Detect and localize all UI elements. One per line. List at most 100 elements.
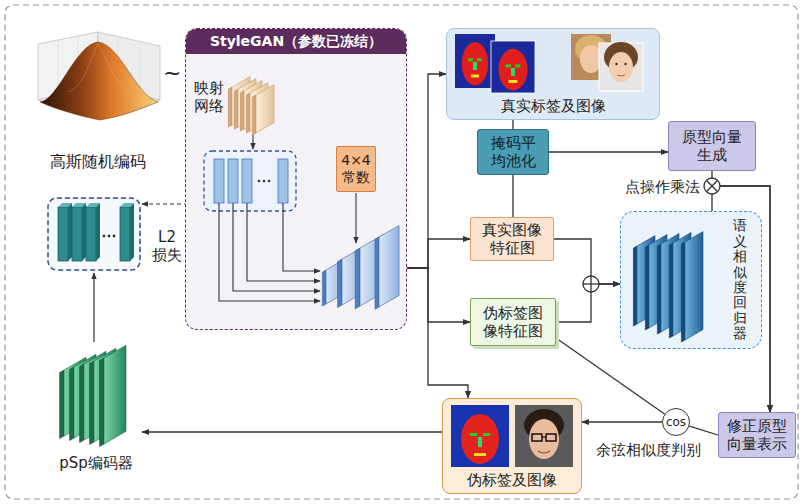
node-text: 真实标签及图像 bbox=[501, 97, 606, 115]
feature-map-box: 伪标签图像特征图 bbox=[470, 298, 556, 346]
regressor-layers-part bbox=[681, 232, 703, 342]
pseudo-label-images-part bbox=[542, 436, 546, 437]
add-symbol-part bbox=[583, 276, 599, 292]
pseudo-label-images-part bbox=[474, 453, 486, 456]
mapping-network: 映射网络 bbox=[192, 73, 278, 139]
real-label-images-part bbox=[462, 42, 488, 85]
connector bbox=[407, 268, 468, 398]
node-text: 修正原型向量表示 bbox=[727, 417, 787, 454]
node-text: cos bbox=[666, 415, 686, 430]
connector bbox=[512, 120, 513, 129]
real-label-images-part bbox=[471, 75, 479, 78]
style-wires-part bbox=[219, 203, 320, 301]
noise-plot: 高斯随机编码 bbox=[28, 30, 168, 176]
gaussian-surface-plot-part bbox=[40, 42, 158, 120]
style-vector-box-part bbox=[258, 180, 261, 183]
feature-map-box: 真实图像特征图 bbox=[470, 217, 554, 261]
image-panel: 真实标签及图像 bbox=[446, 28, 660, 120]
real-label-images-part bbox=[455, 34, 495, 88]
real-label-images-part bbox=[511, 68, 515, 76]
latent-codes-part bbox=[103, 235, 106, 238]
style-wires-part bbox=[355, 193, 356, 243]
real-label-images-part bbox=[506, 64, 511, 67]
connector bbox=[512, 175, 513, 217]
style-vector-box-part bbox=[263, 180, 266, 183]
real-label-images-part bbox=[473, 62, 477, 70]
real-label-images-part bbox=[515, 64, 520, 67]
panel-title: StyleGAN（参数已冻结） bbox=[186, 29, 406, 54]
multiply-symbol-part bbox=[706, 180, 717, 191]
style-vector-box-part bbox=[278, 159, 288, 203]
regressor-panel: 语义相似度回归器 bbox=[620, 211, 762, 349]
pseudo-label-images-part bbox=[538, 451, 550, 453]
real-label-images-part bbox=[468, 58, 473, 61]
pseudo-label-images-part bbox=[483, 433, 490, 436]
synthesis-network-part bbox=[375, 225, 399, 309]
const-box: 4×4 常数 bbox=[336, 146, 376, 192]
latent-codes-part bbox=[96, 203, 100, 261]
node-text: 语义相似度回归器 bbox=[733, 218, 747, 341]
connector bbox=[142, 431, 442, 432]
gaussian-surface-plot bbox=[28, 30, 168, 150]
gaussian-surface-plot-part bbox=[68, 44, 132, 94]
latent-codes-part bbox=[130, 203, 134, 261]
real-label-images-part bbox=[599, 43, 643, 91]
style-vector-box bbox=[204, 151, 296, 211]
node-text: 掩码平均池化 bbox=[491, 134, 536, 171]
annotation: 余弦相似度判别 bbox=[596, 441, 701, 459]
multiply-symbol-part bbox=[704, 178, 720, 194]
latent-codes-part bbox=[82, 203, 86, 261]
encoder-output-arrow bbox=[93, 273, 94, 342]
pseudo-label-images-part bbox=[529, 419, 559, 459]
real-label-images-part bbox=[477, 58, 482, 61]
real-label-images-part bbox=[617, 75, 625, 76]
annotation: L2 损失 bbox=[150, 228, 184, 264]
annotation: 点操作乘法 bbox=[618, 178, 700, 196]
style-vector-box-part bbox=[228, 159, 238, 203]
node-text: 真实图像特征图 bbox=[482, 221, 542, 258]
style-wires-part bbox=[247, 203, 320, 281]
real-label-images-part bbox=[509, 80, 518, 83]
connector bbox=[407, 268, 470, 322]
latent-codes-part bbox=[108, 235, 111, 238]
multiply-symbol bbox=[704, 178, 720, 194]
style-vector-box-part bbox=[214, 159, 224, 203]
real-label-images-part bbox=[499, 49, 528, 91]
encoder-layers-part bbox=[100, 345, 126, 446]
node-text: 伪标签图像特征图 bbox=[483, 304, 543, 341]
connector bbox=[407, 239, 470, 268]
add-symbol-part bbox=[590, 276, 591, 292]
process-box: 原型向量生成 bbox=[668, 121, 756, 171]
multiply-symbol-part bbox=[706, 180, 717, 191]
annotation: ~ bbox=[163, 60, 181, 86]
latent-codes-part bbox=[120, 207, 130, 261]
pseudo-label-images-part bbox=[470, 433, 477, 436]
connector bbox=[582, 421, 662, 422]
style-wires-part bbox=[233, 203, 320, 291]
synthesis-network bbox=[322, 225, 399, 309]
latent-codes-part bbox=[72, 207, 82, 261]
latent-codes-part bbox=[113, 235, 116, 238]
node-text: 映射网络 bbox=[194, 79, 224, 116]
real-label-images-part bbox=[491, 41, 535, 93]
latent-codes bbox=[48, 198, 140, 270]
node-text: 高斯随机编码 bbox=[50, 152, 146, 172]
process-box: 修正原型向量表示 bbox=[718, 412, 796, 458]
outer-frame bbox=[5, 5, 798, 499]
real-label-images-part bbox=[615, 63, 617, 65]
style-vector-box-part bbox=[204, 151, 296, 211]
pseudo-label-images-part bbox=[461, 414, 499, 464]
pseudo-label-images-part bbox=[532, 434, 542, 441]
mapping-network-layers-part bbox=[252, 85, 274, 135]
stylegan-panel: StyleGAN（参数已冻结） 映射网络 4×4 常数 bbox=[185, 28, 407, 330]
process-box: 掩码平均池化 bbox=[477, 129, 549, 175]
node-text: pSp编码器 bbox=[59, 454, 133, 472]
connector bbox=[689, 426, 718, 435]
latent-codes-part bbox=[68, 203, 72, 261]
node-text: 伪标签及图像 bbox=[467, 471, 557, 489]
latent-codes-part bbox=[86, 207, 96, 261]
style-vector-box-part bbox=[242, 159, 252, 203]
style-wires-part bbox=[252, 135, 253, 149]
